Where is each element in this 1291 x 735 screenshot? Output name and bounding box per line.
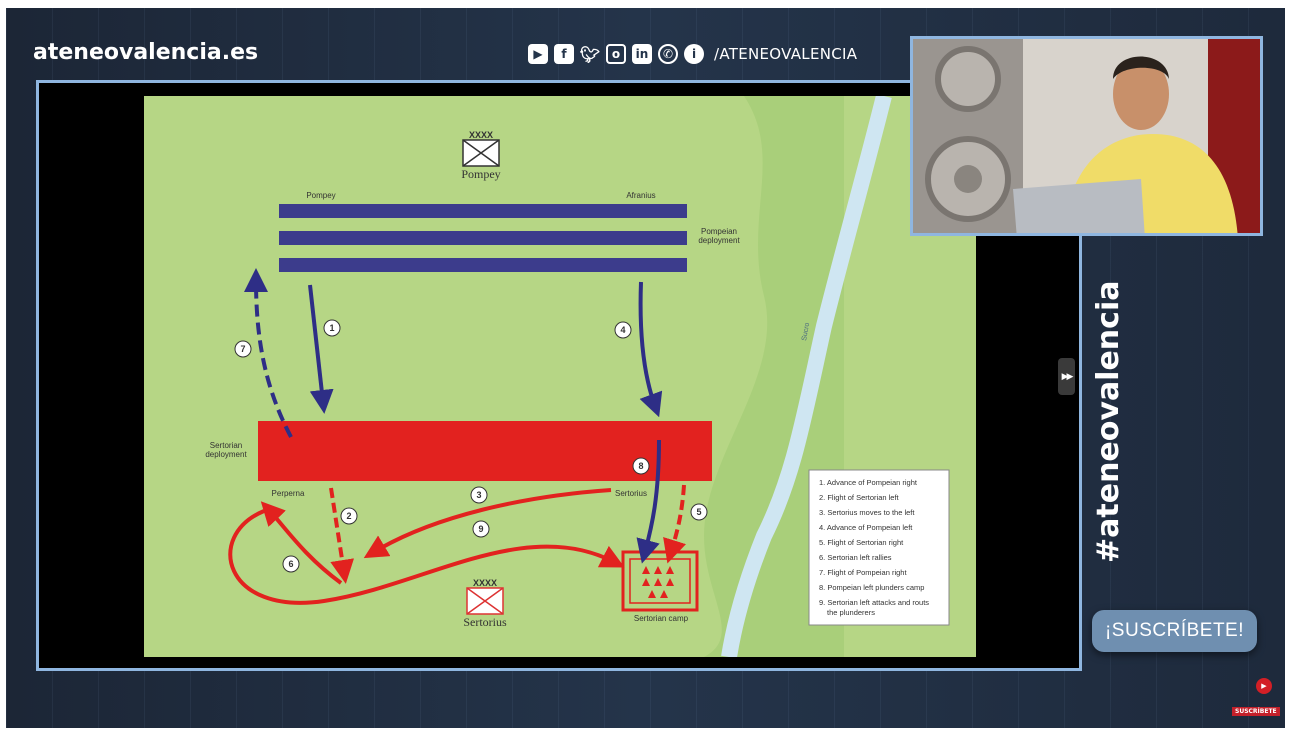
step-marker-4: 4 — [614, 321, 632, 339]
youtube-subscribe-badge[interactable]: ▶ SUSCRÍBETE — [1232, 676, 1280, 716]
sertorius-symbol: XXXX Sertorius — [463, 578, 507, 629]
linkedin-icon: in — [632, 44, 652, 64]
svg-text:2: 2 — [346, 511, 351, 521]
label-afranius: Afranius — [626, 191, 655, 200]
brand-url: ateneovalencia.es — [33, 40, 259, 65]
legend-item: 9. Sertorian left attacks and routs — [819, 598, 929, 607]
legend-item: 5. Flight of Sertorian right — [819, 538, 904, 547]
step-marker-8: 8 — [632, 457, 650, 475]
step-marker-1: 1 — [323, 319, 341, 337]
step-marker-7: 7 — [234, 340, 252, 358]
svg-text:7: 7 — [240, 344, 245, 354]
label-sertorian-deployment: Sertorian — [210, 441, 242, 450]
label-perperna: Perperna — [272, 489, 305, 498]
youtube-icon: ▶ — [1256, 678, 1272, 694]
arrow-5 — [663, 484, 687, 564]
svg-text:5: 5 — [696, 507, 701, 517]
legend: 1. Advance of Pompeian right 2. Flight of… — [808, 469, 950, 626]
label-sertorius: Sertorius — [615, 489, 647, 498]
youtube-icon: ▶ — [528, 44, 548, 64]
river — [721, 96, 892, 657]
social-handle: /ATENEOVALENCIA — [714, 45, 858, 63]
instagram-icon: o — [606, 44, 626, 64]
speaker-face — [1113, 58, 1169, 130]
presentation-slide: Sucro XXXX Pompey XXXX Sertorius Pompe — [36, 80, 1082, 671]
twitter-icon: 🐦︎ — [579, 44, 601, 64]
arrow-8 — [636, 439, 661, 564]
legend-item: 4. Advance of Pompeian left — [819, 523, 913, 532]
video-frame: ateneovalencia.es ▶ f 🐦︎ o in ✆ i /ATENE… — [6, 8, 1285, 728]
label-sertorian-deployment-2: deployment — [205, 450, 247, 459]
legend-item: 2. Flight of Sertorian left — [819, 493, 900, 502]
pompey-symbol: XXXX Pompey — [461, 130, 500, 181]
step-marker-5: 5 — [690, 503, 708, 521]
label-pompeian-deployment: Pompeian — [701, 227, 737, 236]
sertorian-camp — [621, 550, 699, 612]
whatsapp-icon: ✆ — [658, 44, 678, 64]
pompeian-lines — [279, 204, 687, 272]
battle-map: Sucro XXXX Pompey XXXX Sertorius Pompe — [144, 96, 976, 657]
svg-text:4: 4 — [620, 325, 625, 335]
svg-text:9: 9 — [478, 524, 483, 534]
speaker-webcam — [910, 36, 1263, 236]
label-sertorian-camp: Sertorian camp — [634, 614, 689, 623]
arrow-9 — [228, 509, 625, 605]
step-marker-6: 6 — [282, 555, 300, 573]
label-pompeian-deployment-2: deployment — [698, 236, 740, 245]
svg-text:1: 1 — [329, 323, 334, 333]
arrow-1 — [308, 284, 334, 414]
svg-text:XXXX: XXXX — [469, 130, 493, 140]
step-marker-9: 9 — [472, 520, 490, 538]
laptop — [1013, 179, 1145, 233]
label-pompey: Pompey — [306, 191, 335, 200]
facebook-icon: f — [554, 44, 574, 64]
step-marker-2: 2 — [340, 507, 358, 525]
svg-text:Sertorius: Sertorius — [463, 615, 507, 629]
svg-text:6: 6 — [288, 559, 293, 569]
legend-item: 8. Pompeian left plunders camp — [819, 583, 924, 592]
river-label: Sucro — [801, 322, 811, 341]
social-bar: ▶ f 🐦︎ o in ✆ i /ATENEOVALENCIA — [528, 44, 857, 64]
legend-item: 6. Sertorian left rallies — [819, 553, 892, 562]
svg-text:XXXX: XXXX — [473, 578, 497, 588]
youtube-subscribe-label: SUSCRÍBETE — [1232, 707, 1280, 716]
legend-item: 3. Sertorius moves to the left — [819, 508, 915, 517]
svg-text:3: 3 — [476, 490, 481, 500]
ivoox-icon: i — [684, 44, 704, 64]
arrow-6 — [260, 501, 343, 585]
svg-text:Pompey: Pompey — [461, 167, 500, 181]
step-marker-3: 3 — [470, 486, 488, 504]
skip-forward-button[interactable]: ▶▶ — [1058, 358, 1075, 395]
hashtag: #ateneovalencia — [1091, 280, 1126, 563]
arrow-3 — [363, 488, 612, 559]
legend-item: 1. Advance of Pompeian right — [819, 478, 918, 487]
arrow-7 — [244, 268, 293, 438]
arrow-4 — [638, 281, 663, 418]
legend-item: 7. Flight of Pompeian right — [819, 568, 907, 577]
subscribe-button[interactable]: ¡SUSCRÍBETE! — [1092, 610, 1257, 652]
svg-text:8: 8 — [638, 461, 643, 471]
legend-item: the plunderers — [827, 608, 875, 617]
